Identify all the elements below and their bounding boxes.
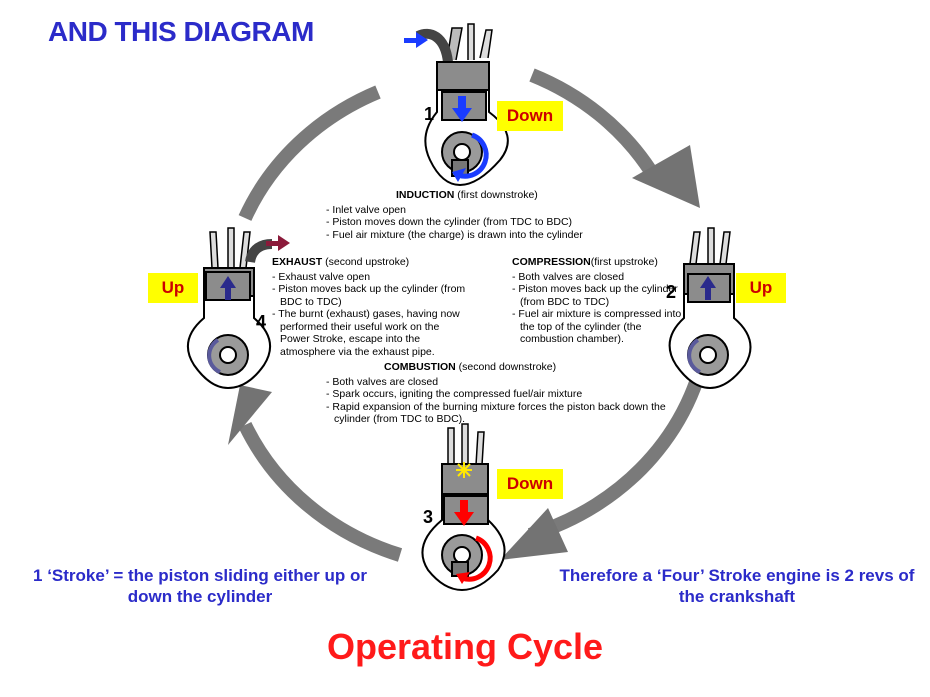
description-item: Piston moves back up the cylinder (from … [272, 283, 468, 308]
spark-icon [456, 462, 472, 478]
description-item: Exhaust valve open [272, 271, 468, 284]
direction-badge-induction: Down [497, 101, 563, 131]
description-title: EXHAUST [272, 256, 323, 268]
description-item: Piston moves down the cylinder (from TDC… [326, 216, 626, 229]
crank-rotation-icon [687, 338, 701, 374]
description-item: Both valves are closed [326, 376, 686, 389]
description-combustion: COMBUSTION (second downstroke) Both valv… [326, 361, 686, 426]
piston-arrow-icon [220, 276, 236, 300]
description-title: INDUCTION [396, 189, 455, 201]
cycle-title: Operating Cycle [326, 626, 604, 667]
direction-badge-combustion: Down [497, 469, 563, 499]
cycle-arrowhead-icon [228, 385, 272, 445]
crank-rotation-icon [207, 338, 221, 374]
description-induction: INDUCTION (first downstroke) Inlet valve… [326, 189, 626, 241]
engine-compression [668, 227, 752, 390]
piston-arrow-icon [700, 276, 716, 300]
description-item: Fuel air mixture (the charge) is drawn i… [326, 229, 626, 242]
page-heading: AND THIS DIAGRAM [48, 16, 314, 47]
stroke-number-exhaust: 4 [256, 312, 267, 332]
crank-rotation-icon [457, 132, 489, 179]
description-exhaust: EXHAUST (second upstroke) Exhaust valve … [272, 256, 468, 358]
piston-arrow-icon [454, 500, 474, 526]
description-subtitle: (first downstroke) [457, 189, 538, 201]
description-item: Both valves are closed [512, 271, 682, 284]
crank-rotation-icon [456, 572, 470, 584]
description-item: Piston moves back up the cylinder (from … [512, 283, 682, 308]
cycle-arrow-icon [529, 68, 656, 174]
engine-exhaust [186, 227, 273, 390]
cycle-arrowhead-icon [500, 508, 568, 560]
description-compression: COMPRESSION(first upstroke) Both valves … [512, 256, 682, 346]
cycle-arrow-icon [238, 421, 403, 562]
cycle-arrowhead-icon [632, 145, 700, 208]
description-subtitle: (second upstroke) [325, 256, 410, 268]
cycle-arrow-icon [238, 85, 381, 221]
direction-badge-compression: Up [736, 273, 786, 303]
stroke-number-combustion: 3 [423, 507, 434, 527]
description-item: Spark occurs, igniting the compressed fu… [326, 388, 686, 401]
description-item: Inlet valve open [326, 204, 626, 217]
description-subtitle: (first upstroke) [590, 256, 658, 268]
direction-badge-exhaust: Up [148, 273, 198, 303]
intake-arrow-icon [404, 32, 428, 48]
description-title: COMPRESSION [512, 256, 591, 268]
footnote-stroke-definition: 1 ‘Stroke’ = the piston sliding either u… [33, 566, 367, 606]
crank-rotation-icon [452, 168, 466, 182]
piston-arrow-icon [452, 96, 472, 122]
description-subtitle: (second downstroke) [458, 361, 557, 373]
footnote-revolutions: Therefore a ‘Four’ Stroke engine is 2 re… [559, 566, 915, 606]
exhaust-arrow-icon [266, 235, 290, 251]
stroke-number-induction: 1 [424, 104, 435, 124]
description-item: Fuel air mixture is compressed into the … [512, 308, 682, 346]
description-title: COMBUSTION [384, 361, 456, 373]
description-item: Rapid expansion of the burning mixture f… [326, 401, 686, 426]
description-item: The burnt (exhaust) gases, having now pe… [272, 308, 468, 358]
crank-rotation-icon [461, 535, 493, 582]
